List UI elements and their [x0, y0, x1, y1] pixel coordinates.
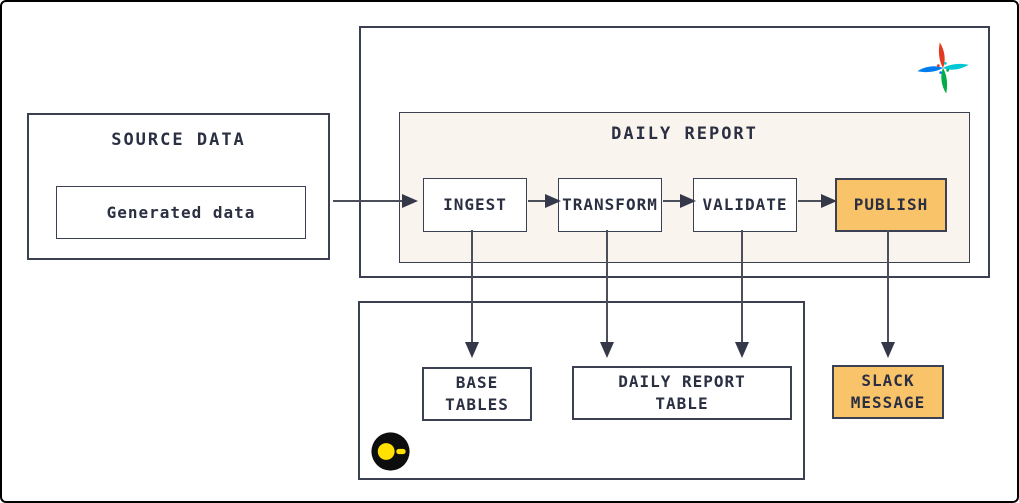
- source-data-title: SOURCE DATA: [111, 130, 246, 150]
- daily-report-table-node: DAILY REPORT TABLE: [572, 366, 792, 420]
- step-transform: TRANSFORM: [558, 178, 662, 232]
- step-ingest: INGEST: [423, 178, 527, 232]
- warehouse-group: BASE TABLES DAILY REPORT TABLE: [358, 301, 805, 480]
- step-publish: PUBLISH: [835, 178, 947, 232]
- source-data-group: SOURCE DATA Generated data: [27, 113, 330, 260]
- duckdb-duck-logo: [371, 432, 410, 471]
- base-tables-node: BASE TABLES: [422, 367, 532, 421]
- airflow-pinwheel-logo: [917, 42, 969, 94]
- slack-message-node: SLACK MESSAGE: [832, 365, 944, 419]
- daily-report-title: DAILY REPORT: [611, 124, 758, 144]
- generated-data-node: Generated data: [56, 186, 306, 239]
- step-validate: VALIDATE: [693, 178, 797, 232]
- daily-report-panel: DAILY REPORT INGEST TRANSFORM VALIDATE P…: [399, 112, 970, 263]
- daily-report-group: DAILY REPORT INGEST TRANSFORM VALIDATE P…: [359, 26, 990, 278]
